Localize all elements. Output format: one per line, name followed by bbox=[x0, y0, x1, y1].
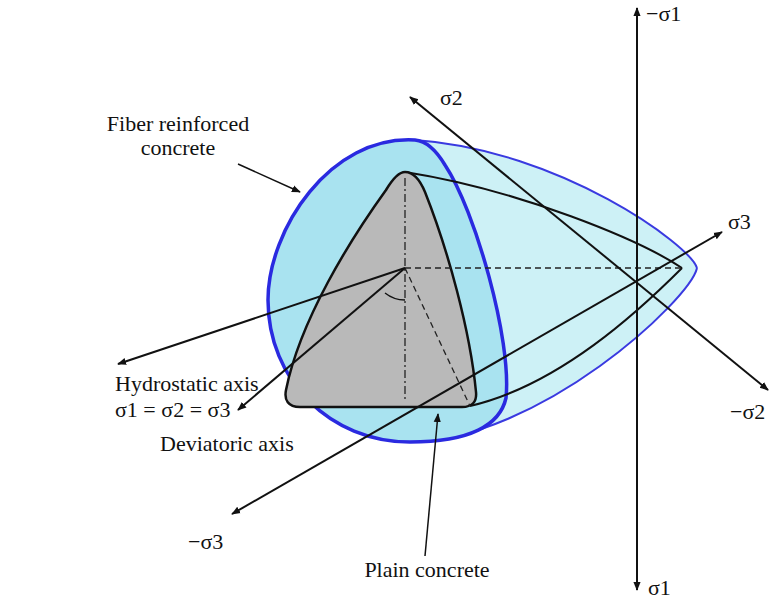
axis-label: σ2 bbox=[440, 86, 463, 110]
axis-name: Hydrostatic axis bbox=[115, 372, 259, 396]
material-label: Fiber reinforced concrete bbox=[98, 112, 258, 160]
axis-label: σ3 bbox=[728, 210, 751, 234]
plain-cone-edge-bottom bbox=[470, 268, 682, 406]
plain-leader bbox=[425, 414, 438, 556]
angle-arc bbox=[385, 293, 405, 300]
hidden-edge-line bbox=[405, 268, 470, 406]
frc-leader bbox=[238, 164, 300, 192]
deviatoric-arrow bbox=[238, 268, 405, 410]
hidden-hydrostatic-line bbox=[405, 267, 682, 268]
sigma2-axis bbox=[410, 97, 768, 390]
section-centerline bbox=[404, 178, 405, 402]
frc-cone-body bbox=[268, 140, 697, 442]
axis-name: Deviatoric axis bbox=[160, 432, 294, 456]
axis-label: −σ1 bbox=[646, 2, 681, 26]
axis-equation: σ1 = σ2 = σ3 bbox=[115, 398, 230, 422]
sigma1-axis bbox=[636, 8, 638, 590]
sigma3-axis bbox=[232, 232, 722, 514]
hydrostatic-arrow bbox=[118, 268, 405, 364]
material-label: Plain concrete bbox=[362, 558, 492, 582]
axis-label: σ1 bbox=[648, 576, 671, 600]
axis-label: −σ2 bbox=[730, 400, 765, 424]
axis-label: −σ3 bbox=[188, 530, 223, 554]
